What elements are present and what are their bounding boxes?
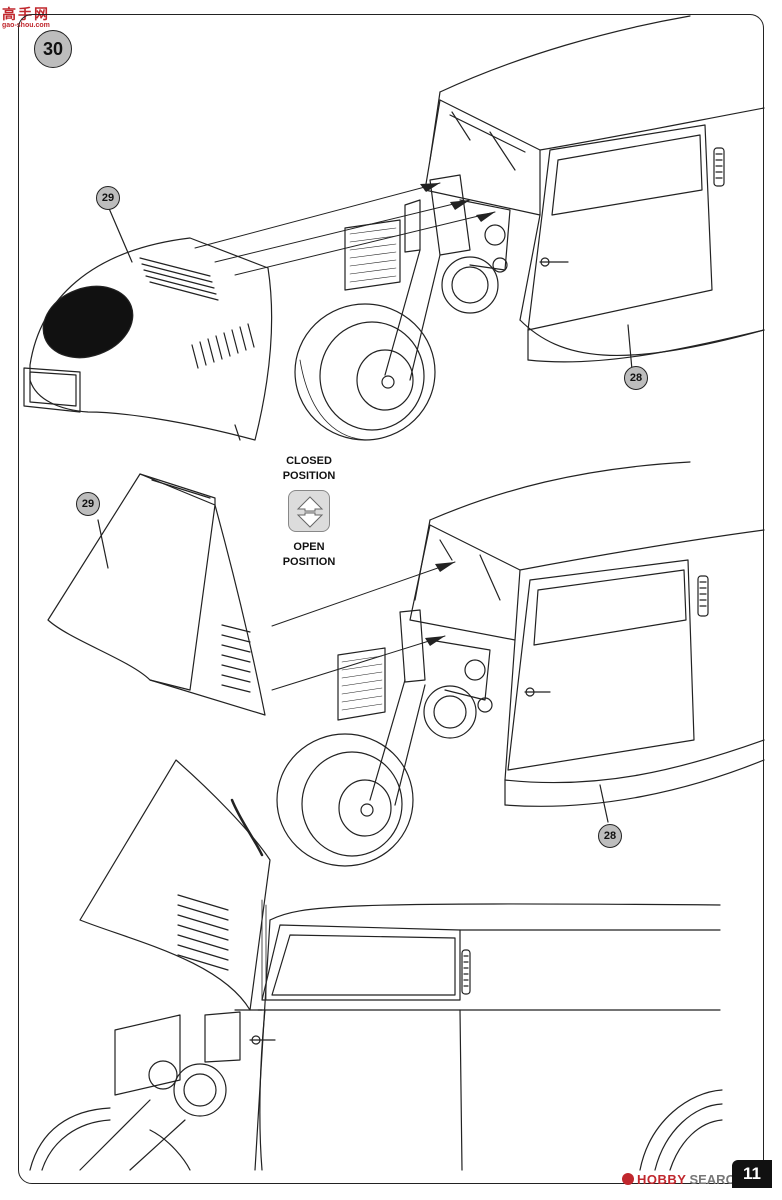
top-guide-lines bbox=[194, 182, 496, 276]
instruction-sheet bbox=[18, 14, 764, 1184]
top-hood-part-29 bbox=[23, 237, 273, 441]
mid-guide-arrows bbox=[425, 562, 455, 646]
top-engine-front bbox=[344, 174, 511, 381]
top-guide-arrows bbox=[420, 183, 495, 222]
callout-28-mid: 28 bbox=[598, 824, 622, 848]
top-hood-leader bbox=[107, 205, 133, 263]
bottom-engine-wheel bbox=[29, 1011, 241, 1171]
mid-hood-part-29-open bbox=[47, 473, 266, 716]
mid-engine-front bbox=[337, 609, 493, 806]
bottom-vehicle-side bbox=[234, 903, 723, 1171]
top-body-leader bbox=[627, 324, 633, 371]
mid-vehicle-cab bbox=[409, 461, 765, 807]
brand-mark-icon bbox=[622, 1173, 634, 1185]
up-down-toggle-icon bbox=[288, 490, 330, 532]
open-position-label: OPEN POSITION bbox=[282, 541, 336, 568]
mid-body-leader bbox=[599, 784, 609, 823]
mid-front-wheel bbox=[276, 733, 414, 867]
closed-position-label: CLOSED POSITION bbox=[282, 455, 336, 482]
callout-28-top: 28 bbox=[624, 366, 648, 390]
callout-29-top: 29 bbox=[96, 186, 120, 210]
brand-word: HOBBY bbox=[637, 1171, 687, 1187]
page-number: 11 bbox=[732, 1160, 772, 1188]
mid-guide-lines bbox=[271, 561, 456, 691]
top-vehicle-cab bbox=[424, 15, 765, 363]
mid-hood-leader bbox=[97, 519, 109, 569]
callout-29-mid: 29 bbox=[76, 492, 100, 516]
step-number-badge: 30 bbox=[34, 30, 72, 68]
brand-word-2: SEARCH bbox=[689, 1171, 745, 1187]
bottom-hood-part-29-open bbox=[79, 759, 271, 1011]
bottom-watermark-logo: HOBBY SEARCH bbox=[622, 1170, 744, 1188]
top-front-wheel bbox=[294, 303, 436, 441]
